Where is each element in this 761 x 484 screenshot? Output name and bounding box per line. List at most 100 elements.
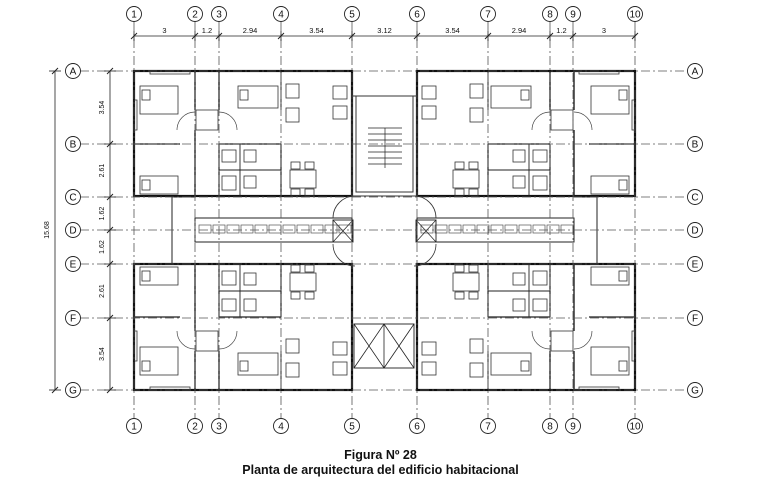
shower [532,270,548,286]
dimension-tick-slash [130,32,138,40]
door-frame [550,330,574,352]
axis-bubble-row-left-text: E [70,260,77,271]
axis-bubble-row-right [687,189,703,205]
dimension-tick-slash [484,32,492,40]
lobby-cross [332,219,354,243]
door-frame [195,109,219,131]
dimension-tick-slash [51,386,59,394]
dimension-label-left: 1.62 [99,240,106,254]
pillow [618,270,628,282]
axis-bubble-col-bottom-text: 9 [570,422,576,433]
washbasin [221,149,237,163]
pillow [618,179,628,191]
axis-bubble-row-right-text: D [691,226,698,237]
chair [290,188,301,197]
chair [304,161,315,170]
lobby-cross [415,219,437,243]
dimension-tick-slash [106,386,114,394]
dimension-label-top: 3 [602,26,606,35]
armchair [332,361,348,376]
toilet [512,298,526,312]
door-frame [195,330,219,352]
corridor-beam [532,224,546,234]
axis-bubble-row-left [65,256,81,272]
bed [139,85,179,115]
axis-bubble-col-bottom [344,418,360,434]
corridor-beam [226,224,240,234]
dimension-label-top: 3.12 [377,26,392,35]
pillow [618,360,628,372]
axis-bubble-col-bottom [187,418,203,434]
bed [590,85,630,115]
axis-bubble-col-top-text: 4 [278,10,284,21]
axis-bubble-row-right-text: F [692,314,698,325]
axis-bubble-row-left [65,222,81,238]
armchair [469,362,484,378]
armchair [285,107,300,123]
dimension-tick-slash [348,32,356,40]
corridor-beam [420,224,434,234]
bed [139,175,179,195]
armchair [332,85,348,100]
axis-bubble-row-left [65,136,81,152]
axis-bubble-row-right [687,63,703,79]
dimension-label-top: 2.94 [243,26,258,35]
axis-bubble-row-left-text: C [69,193,76,204]
corridor-beam [490,224,504,234]
corridor-beam [560,224,574,234]
bed [237,352,279,376]
armchair [469,338,484,354]
axis-bubble-col-top-text: 8 [547,10,553,21]
door-swing [573,111,593,131]
axis-bubble-row-right [687,382,703,398]
sink [243,175,257,189]
dimension-tick-slash [569,32,577,40]
axis-bubble-col-top-text: 3 [216,10,222,21]
chair [468,264,479,273]
bed [590,266,630,286]
axis-bubble-col-top [480,6,496,22]
washbasin [532,298,548,312]
dining-table [289,272,317,292]
dimension-tick-slash [191,32,199,40]
dimension-tick-slash [215,32,223,40]
axis-bubble-col-top [409,6,425,22]
chair [468,291,479,300]
axis-bubble-row-right-text: G [691,386,699,397]
armchair [285,338,300,354]
corridor-beam [282,224,296,234]
elevator-cross [353,323,385,369]
chair [468,161,479,170]
dimension-label-left: 2.61 [99,164,106,178]
armchair [469,83,484,99]
door-frame [550,109,574,131]
figure-title: Planta de arquitectura del edificio habi… [242,463,519,477]
axis-bubble-col-top [273,6,289,22]
figure-number: Figura Nº 28 [344,448,417,462]
bed [139,266,179,286]
dimension-tick-slash [413,32,421,40]
axis-bubble-row-left-text: F [70,314,76,325]
dimension-tick-slash [106,226,114,234]
axis-bubble-col-bottom-text: 7 [485,422,491,433]
sink [243,272,257,286]
sink [512,175,526,189]
axis-bubble-row-left [65,63,81,79]
elevator-cross [383,323,415,369]
pillow [141,270,151,282]
washbasin [221,298,237,312]
axis-bubble-row-right [687,222,703,238]
axis-bubble-col-top-text: 10 [629,10,641,21]
axis-bubble-col-bottom [565,418,581,434]
chair [454,161,465,170]
axis-bubble-col-top-text: 9 [570,10,576,21]
axis-bubble-col-top [344,6,360,22]
dimension-label-top: 3 [162,26,166,35]
shower [221,175,237,191]
axis-bubble-row-right-text: B [692,140,699,151]
toilet [243,149,257,163]
chair [290,291,301,300]
armchair [421,341,437,356]
armchair [332,105,348,120]
